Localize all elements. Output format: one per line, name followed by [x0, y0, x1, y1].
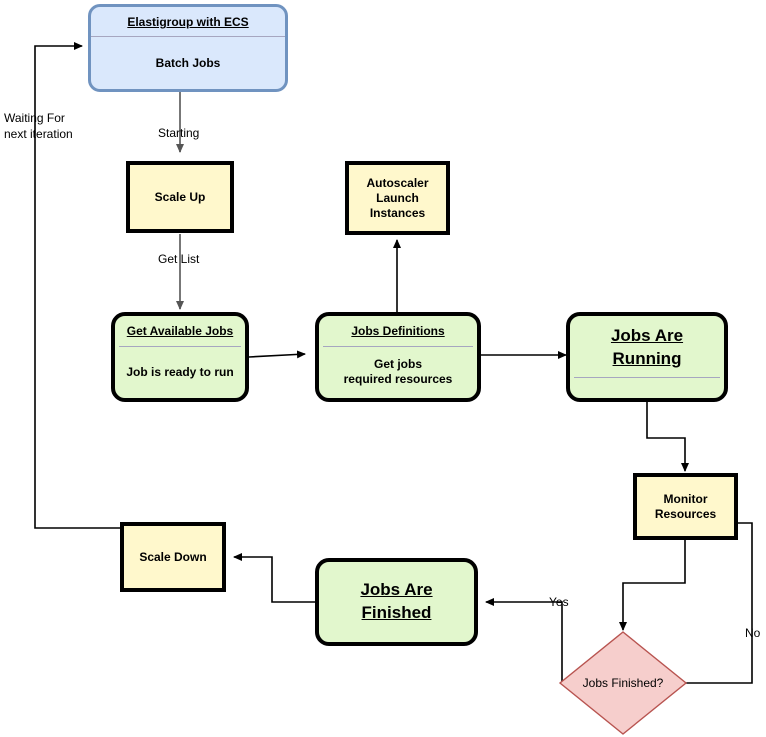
jobs-are-running-title: Jobs Are Running	[570, 316, 724, 377]
jobs-are-running-body	[570, 378, 724, 398]
edge-label-get-list: Get List	[158, 252, 200, 266]
autoscaler-line-3: Instances	[369, 205, 426, 220]
edge-monitor-resources-to-decision	[619, 540, 686, 631]
scale-up-label: Scale Up	[154, 189, 206, 204]
edge-label-no: No	[745, 626, 761, 640]
edge-label-waiting-for-next-iteration: Waiting For next iteration	[4, 111, 73, 142]
node-jobs-are-running[interactable]: Jobs Are Running	[566, 312, 728, 402]
jobs-are-finished-title-line-2: Finished	[361, 603, 432, 622]
node-jobs-finished-decision[interactable]: Jobs Finished?	[558, 630, 688, 736]
jobs-definitions-divider	[323, 345, 473, 347]
jobs-are-finished-title-line-1: Jobs Are	[360, 580, 433, 600]
edge-decision-yes-to-jobs-are-finished	[485, 598, 563, 683]
edge-jobs-are-running-to-monitor-resources	[646, 401, 689, 472]
edge-get-available-jobs-to-jobs-definitions	[248, 350, 306, 359]
jobs-are-running-title-line-2: Running	[612, 348, 682, 368]
edge-label-starting: Starting	[158, 126, 200, 140]
jobs-definitions-body-line-1: Get jobs	[373, 357, 422, 372]
elastigroup-body: Batch Jobs	[155, 56, 221, 70]
autoscaler-label: Autoscaler Launch Instances	[366, 176, 428, 221]
scale-down-label: Scale Down	[139, 549, 207, 564]
get-available-jobs-body: Job is ready to run	[126, 364, 234, 379]
jobs-definitions-body: Get jobs required resources	[319, 347, 477, 398]
edge-label-yes: Yes	[549, 595, 569, 609]
jobs-are-running-divider	[574, 376, 720, 378]
elastigroup-title: Elastigroup with ECS	[127, 15, 249, 29]
node-get-available-jobs[interactable]: Get Available Jobs Job is ready to run	[111, 312, 249, 402]
node-scale-down[interactable]: Scale Down	[120, 522, 226, 592]
autoscaler-line-1: Autoscaler	[366, 175, 429, 190]
jobs-definitions-title: Jobs Definitions	[351, 324, 445, 338]
monitor-resources-line-2: Resources	[654, 506, 717, 521]
edge-decision-no-to-monitor-resources	[684, 519, 753, 684]
waiting-label-line-1: Waiting For	[4, 111, 65, 125]
node-elastigroup-with-ecs[interactable]: Elastigroup with ECS Batch Jobs	[88, 4, 288, 92]
monitor-resources-label: Monitor Resources	[655, 492, 716, 522]
monitor-resources-line-1: Monitor	[663, 491, 708, 506]
node-jobs-definitions[interactable]: Jobs Definitions Get jobs required resou…	[315, 312, 481, 402]
node-scale-up[interactable]: Scale Up	[126, 161, 234, 233]
get-available-jobs-title: Get Available Jobs	[126, 324, 234, 338]
jobs-are-running-title-line-1: Jobs Are	[610, 326, 684, 345]
jobs-definitions-body-line-2: required resources	[343, 372, 453, 387]
waiting-label-line-2: next iteration	[4, 126, 73, 141]
edge-jobs-are-finished-to-scale-down	[233, 553, 315, 603]
decision-label: Jobs Finished?	[582, 676, 664, 690]
get-available-jobs-divider	[119, 345, 241, 347]
decision-diamond-shape	[558, 631, 688, 735]
jobs-are-finished-title: Jobs Are Finished	[319, 579, 474, 625]
autoscaler-line-2: Launch	[376, 190, 419, 205]
node-monitor-resources[interactable]: Monitor Resources	[633, 473, 738, 540]
elastigroup-divider	[91, 36, 285, 37]
node-jobs-are-finished[interactable]: Jobs Are Finished	[315, 558, 478, 646]
node-autoscaler-launch-instances[interactable]: Autoscaler Launch Instances	[345, 161, 450, 235]
